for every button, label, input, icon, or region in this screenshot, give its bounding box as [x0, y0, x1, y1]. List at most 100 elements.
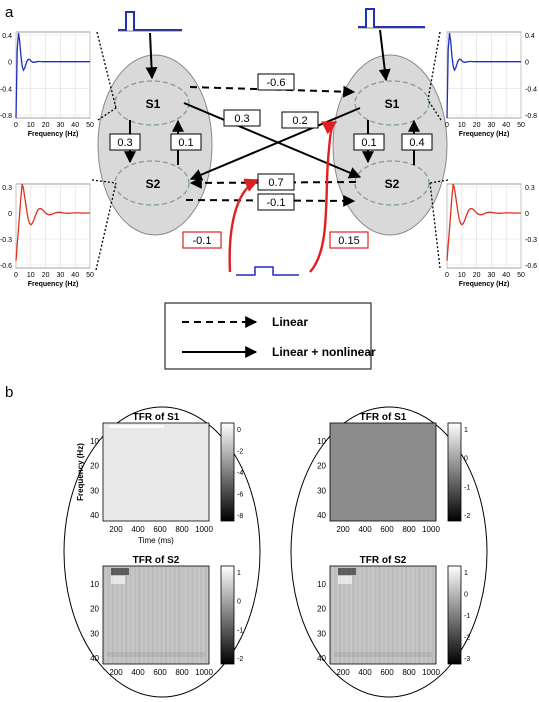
tfr-lt-cbtick: 0 — [237, 427, 241, 434]
tfr-rb-cbtick: 1 — [464, 570, 468, 577]
tfr-rb-xtick: 200 — [336, 668, 350, 677]
freq-bl-xlabel: Frequency (Hz) — [28, 281, 79, 288]
s1-left-to-s1-right-dashed — [189, 85, 356, 98]
freq-br-ytick: 0 — [525, 211, 529, 218]
svg-text:-0.1: -0.1 — [267, 197, 286, 209]
tfr-rt-xtick: 400 — [358, 525, 372, 534]
legend: Linear Linear + nonlinear — [164, 302, 376, 370]
tfr-rb-transient — [338, 568, 356, 575]
tfr-rt-cbtick: 0 — [464, 456, 468, 463]
tfr-rb-xtick: 800 — [402, 668, 416, 677]
weight-box-s1-s1: -0.6 — [257, 73, 295, 91]
freq-tr-ytick: 0.4 — [525, 33, 535, 40]
tfr-lt-xtick: 400 — [131, 525, 145, 534]
left-s2-node — [114, 160, 190, 206]
svg-text:0.3: 0.3 — [117, 137, 132, 149]
tfr-rb-cbtick: -3 — [464, 656, 470, 663]
weight-box-left-s2-s1: 0.1 — [170, 133, 202, 151]
freq-bl-curve — [15, 183, 90, 261]
freq-br-xtick: 10 — [458, 272, 466, 279]
tfr-lb-cbtick: -2 — [237, 656, 243, 663]
freq-tr-curve — [446, 32, 521, 119]
left-input-arrow — [145, 32, 158, 80]
tfr-rb-cbtick: 0 — [464, 592, 468, 599]
left-region-ellipse — [97, 54, 213, 236]
tfr-lb-xtick: 600 — [153, 668, 167, 677]
tfr-rb-colorbar — [447, 565, 462, 665]
tfr-rt-colorbar — [447, 422, 462, 522]
freq-bl-ytick: 0.3 — [2, 185, 12, 192]
tfr-rt-xtick: 200 — [336, 525, 350, 534]
tfr-rt-cbtick: 1 — [464, 427, 468, 434]
tfr-lt-ytick: 30 — [90, 486, 99, 495]
tfr-lb-title: TFR of S2 — [133, 555, 180, 566]
freq-tl-ytick: -0.8 — [0, 113, 12, 120]
freq-br-frame — [446, 183, 522, 269]
leader-bottom-left-2 — [95, 182, 117, 271]
tfr-rb-cbtick: -1 — [464, 613, 470, 620]
s1-right-to-s2-left-arrow — [189, 107, 361, 181]
freq-br-xtick: 0 — [445, 272, 449, 279]
weight-box-left-s1-s2: 0.3 — [109, 133, 141, 151]
svg-text:0.2: 0.2 — [292, 115, 307, 127]
legend-linear-label: Linear — [272, 315, 308, 329]
tfr-rt-xtick: 600 — [380, 525, 394, 534]
tfr-lt-xtick: 800 — [175, 525, 189, 534]
freq-tr-ytick: 0 — [525, 60, 529, 67]
tfr-rt-ytick: 20 — [317, 462, 326, 471]
freq-tl-ytick: 0 — [8, 60, 12, 67]
tfr-lb-cbtick: -1 — [237, 627, 243, 634]
tfr-lt-cbtick: -8 — [237, 513, 243, 520]
svg-text:0.7: 0.7 — [268, 177, 283, 189]
freq-tl-xlabel: Frequency (Hz) — [28, 131, 79, 138]
tfr-rt-ytick: 10 — [317, 437, 326, 446]
svg-text:0.15: 0.15 — [338, 235, 359, 247]
freq-tr-ytick: -0.4 — [525, 86, 537, 93]
svg-text:0.4: 0.4 — [409, 137, 424, 149]
freq-bl-xtick: 30 — [57, 272, 65, 279]
svg-text:0.1: 0.1 — [361, 137, 376, 149]
right-s1-node — [354, 80, 430, 126]
tfr-lb-xtick: 800 — [175, 668, 189, 677]
leader-bottom-left-1 — [91, 179, 117, 184]
freq-br-ytick: -0.6 — [525, 263, 537, 270]
s1-left-to-s2-right-arrow — [183, 102, 362, 179]
freq-tr-xtick: 0 — [445, 122, 449, 129]
tfr-lt-ytick: 10 — [90, 437, 99, 446]
tfr-rb-ytick: 30 — [317, 629, 326, 638]
tfr-lb-ytick: 20 — [90, 605, 99, 614]
freq-tl-ytick: 0.4 — [2, 33, 12, 40]
freq-br-xtick: 20 — [473, 272, 481, 279]
freq-tl-xtick: 10 — [27, 122, 35, 129]
tfr-rb-ytick: 10 — [317, 580, 326, 589]
leader-top-right-1 — [427, 31, 441, 101]
tfr-lb-ytick: 30 — [90, 629, 99, 638]
freq-tl-xtick: 20 — [42, 122, 50, 129]
freq-br-xtick: 40 — [502, 272, 510, 279]
freq-tl-frame — [15, 31, 91, 119]
freq-tl-ytick: -0.4 — [0, 86, 12, 93]
right-s2-label: S2 — [385, 177, 400, 191]
right-input-arrow — [378, 29, 391, 82]
input-left-red-curve — [228, 178, 260, 273]
freq-tl-curve — [15, 32, 90, 119]
tfr-rb-ytick: 40 — [317, 654, 326, 663]
tfr-rt-ytick: 40 — [317, 511, 326, 520]
tfr-lt-xtick: 1000 — [195, 525, 213, 534]
tfr-lt-cbtick: -6 — [237, 492, 243, 499]
freq-bl-ytick: -0.6 — [0, 263, 12, 270]
tfr-lt-xtick: 600 — [153, 525, 167, 534]
svg-text:0.3: 0.3 — [234, 113, 249, 125]
tfr-lb-xtick: 400 — [131, 668, 145, 677]
tfr-rt-cbtick: -1 — [464, 484, 470, 491]
freq-tr-xtick: 40 — [502, 122, 510, 129]
legend-nonlinear-label: Linear + nonlinear — [272, 345, 376, 359]
tfr-lb-transient — [111, 568, 129, 575]
left-s1-label: S1 — [146, 97, 161, 111]
tfr-rb-cbtick: -2 — [464, 635, 470, 642]
